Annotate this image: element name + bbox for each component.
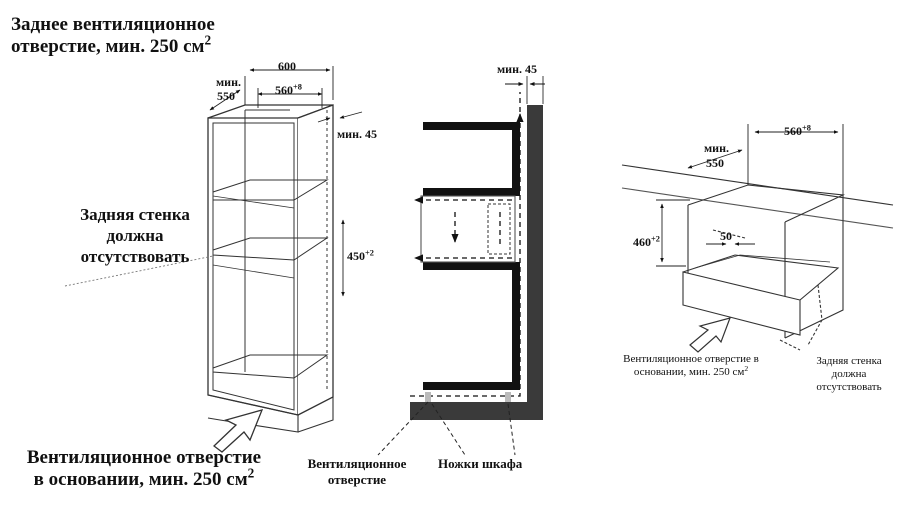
vent-opening-label: Вентиляционное отверстие <box>307 456 407 487</box>
back-wall-label-right: Задняя стенка должна отсутствовать <box>816 355 882 393</box>
left-dimensions <box>64 66 363 297</box>
right-dimensions <box>656 124 844 267</box>
back-wall-label: Задняя стенка должна отсутствовать <box>80 205 190 266</box>
cabinet-legs-label: Ножки шкафа <box>438 456 523 471</box>
dim-50: 50 <box>720 229 732 243</box>
dim-600: 600 <box>278 59 296 73</box>
dim-560-right: 560+8 <box>784 123 811 138</box>
base-vent-arrow-right <box>689 317 731 353</box>
dim-460: 460+2 <box>633 234 660 249</box>
tall-cabinet <box>207 104 334 433</box>
rear-vent-label: Заднее вентиляционное отверстие, мин. 25… <box>11 14 215 57</box>
dim-550-left: 550 <box>217 89 235 103</box>
undercounter-cabinet <box>621 164 894 351</box>
base-vent-label-right: Вентиляционное отверстие в основании, ми… <box>623 353 759 378</box>
dim-min-left: мин. <box>216 75 242 89</box>
dim-450: 450+2 <box>347 248 374 263</box>
dim-min-right: мин. <box>704 141 730 155</box>
dim-550-right: 550 <box>706 156 724 170</box>
base-vent-arrow-left <box>212 409 264 453</box>
section-view <box>377 76 545 456</box>
dim-min45-left: мин. 45 <box>337 127 378 141</box>
base-vent-label-left: Вентиляционное отверстие в основании, ми… <box>26 447 262 490</box>
dim-560-left: 560+8 <box>275 82 302 97</box>
dim-min45-middle: мин. 45 <box>497 62 538 76</box>
